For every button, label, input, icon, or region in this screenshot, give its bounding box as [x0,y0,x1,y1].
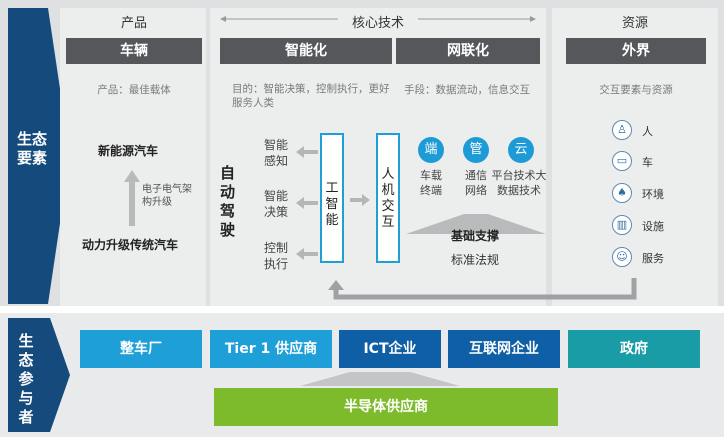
connectivity-bar: 网联化 [396,38,540,64]
resource-person-label: 人 [642,125,653,138]
resource-service-label: 服务 [642,252,664,265]
participant-tier1: Tier 1 供应商 [210,330,332,368]
participant-government: 政府 [568,330,700,368]
support-platform-shape [406,214,546,234]
participant-internet: 互联网企业 [448,330,560,368]
feedback-arrow [328,278,637,300]
ecosystem-participants-label: 生态参与者 [16,332,36,427]
new-energy-vehicle: 新能源汽车 [98,144,159,158]
participant-automaker: 整车厂 [80,330,202,368]
resource-environment-label: 环境 [642,188,664,201]
means-text: 手段：数据流动，信息交互 [404,84,530,96]
foundation-support: 基础支撑 [450,229,499,243]
ai-box: 工智能 [320,133,344,263]
ai-to-hmi-arrow [350,194,370,206]
external-bar: 外界 [566,38,706,64]
hmi-box: 人机交互 [376,133,400,263]
core-tech-header: 核心技术 [351,16,404,31]
intelligence-bar: 智能化 [220,38,392,64]
product-subtitle: 产品：最佳载体 [97,84,171,96]
terminal-icon: 端 [418,137,444,163]
traditional-vehicle-upgrade: 动力升级传统汽车 [82,238,179,252]
resource-car-label: 车 [642,156,653,169]
standards-regulations: 标准法规 [450,253,499,267]
participant-ict: ICT企业 [339,330,441,368]
person-icon: ♙ [612,120,632,140]
upgrade-arrow [124,170,140,226]
cloud-icon: 云 [508,137,534,163]
platform-label: 平台技术大数据技术 [491,169,547,197]
stage-perception: 智能感知 [264,138,289,168]
vehicle-bar: 车辆 [66,38,202,64]
resource-facility-label: 设施 [642,220,664,233]
goal-text: 目的：智能决策，控制执行，更好服务人类 [232,83,390,109]
leaf-icon: ♠ [612,183,632,203]
stage-arrows [296,146,318,260]
autonomous-driving-label: 自动驾驶 [220,164,236,239]
product-header: 产品 [120,16,147,31]
ecosystem-elements-label: 生态要素 [14,130,50,168]
architecture-upgrade-note: 电子电气架构升级 [142,184,192,208]
resource-header: 资源 [621,16,648,31]
stage-execution: 控制执行 [264,241,289,271]
building-icon: ▥ [612,215,632,235]
terminal-label: 车载终端 [420,169,442,197]
pipe-icon: 管 [463,137,489,163]
resource-subtitle: 交互要素与资源 [599,84,673,96]
car-icon: ▭ [612,151,632,171]
service-icon: ☺ [612,247,632,267]
stage-decision: 智能决策 [264,189,289,219]
core-header-arrows [220,16,536,22]
semiconductor-support-shape [300,372,460,386]
participant-semiconductor: 半导体供应商 [214,388,558,426]
network-label: 通信网络 [465,169,487,197]
